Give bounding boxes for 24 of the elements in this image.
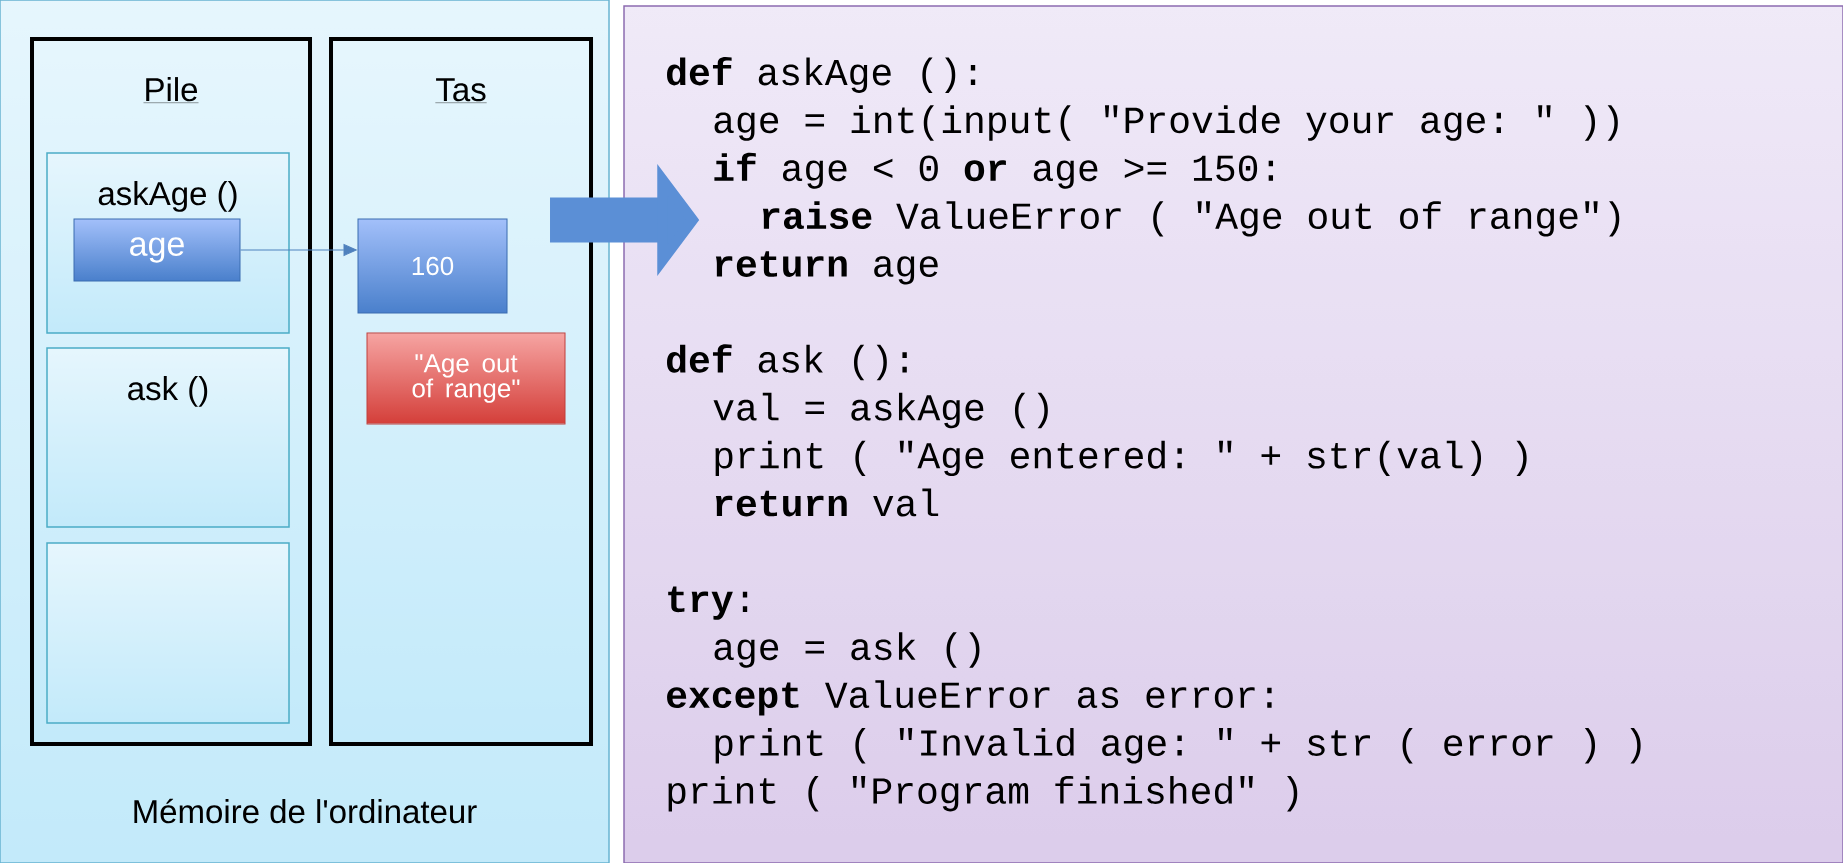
code-line: def ask (): bbox=[667, 344, 907, 381]
arrow bbox=[240, 244, 357, 256]
code-line: try: bbox=[668, 586, 748, 620]
frame-label: askAge () bbox=[98, 181, 237, 212]
panel-caption: Mémoire de l'ordinateur bbox=[134, 798, 477, 824]
error-box: "Age out of range" bbox=[366, 332, 566, 425]
code-line: print ( "Invalid age: " + str ( error ) ) bbox=[715, 728, 1641, 764]
value-box: 160 bbox=[357, 218, 508, 314]
code-line: val = askAge () bbox=[713, 392, 1048, 429]
code-line: age = int(input( "Provide your age: " )) bbox=[714, 105, 1618, 141]
code-line: return val bbox=[715, 488, 939, 517]
code-line: def askAge (): bbox=[667, 56, 976, 93]
code-line: except ValueError as error: bbox=[667, 680, 1272, 716]
column-heading: Tas bbox=[435, 78, 487, 103]
code-line: age = ask () bbox=[714, 632, 980, 668]
code-line: raise ValueError ( "Age out of range") bbox=[762, 201, 1620, 237]
code-line: if age < 0 or age >= 150: bbox=[714, 152, 1274, 189]
code-line: return age bbox=[715, 251, 938, 285]
value-box: age bbox=[73, 218, 241, 282]
stack-frame bbox=[46, 542, 290, 724]
code-line: print ( "Program finished" ) bbox=[668, 775, 1298, 812]
code-line: print ( "Age entered: " + str(val) ) bbox=[715, 440, 1527, 477]
frame-label: ask () bbox=[128, 376, 208, 407]
column-heading: Pile bbox=[143, 77, 199, 103]
